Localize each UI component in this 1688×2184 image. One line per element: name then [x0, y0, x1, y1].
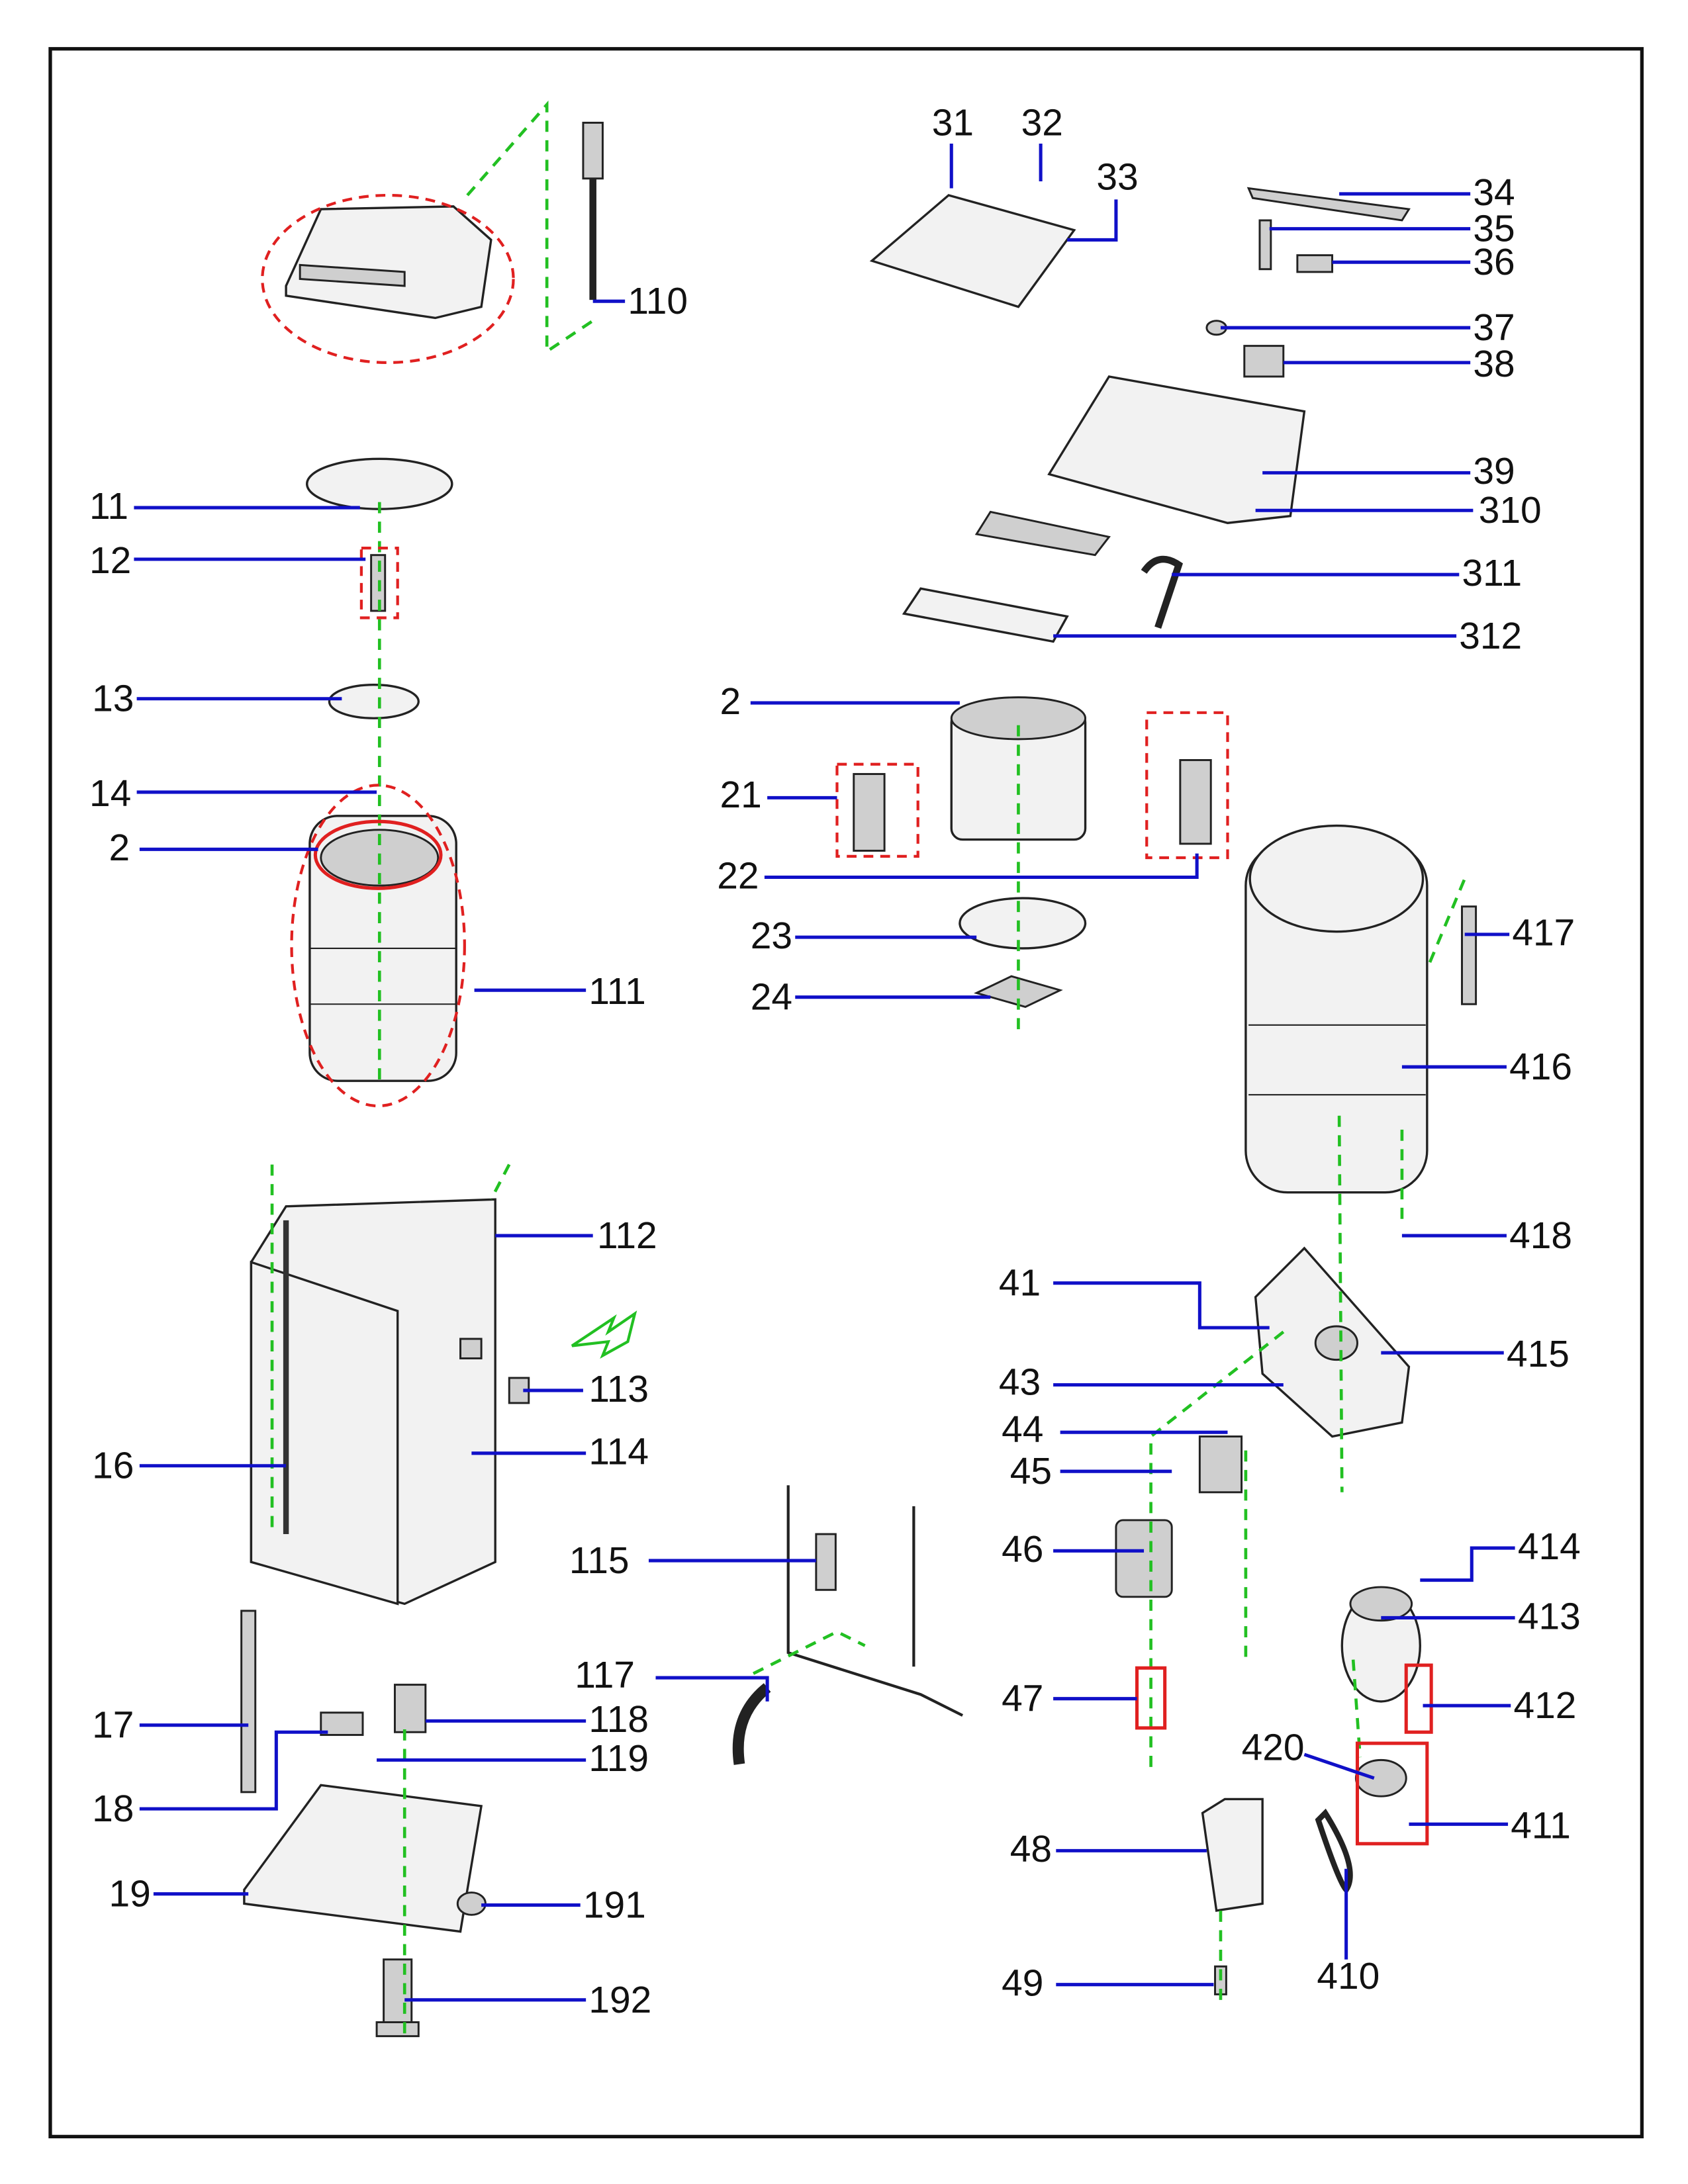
part-number-label: 49: [1002, 1962, 1043, 2005]
part-number-label: 117: [575, 1654, 635, 1696]
wire-harness: [1141, 555, 1184, 629]
frame: [48, 47, 1644, 2138]
part-number-label: 47: [1002, 1678, 1043, 1720]
part-number-label: 36: [1473, 241, 1515, 283]
part-number-label: 45: [1010, 1450, 1052, 1492]
part-number-label: 14: [89, 772, 131, 815]
spin-tub-assembly: [308, 815, 457, 1082]
part-number-label: 23: [751, 915, 792, 957]
part-number-label: 24: [751, 976, 792, 1019]
part-number-label: 416: [1509, 1046, 1572, 1088]
part-number-label: 191: [583, 1884, 646, 1927]
part-number-label: 31: [932, 101, 974, 144]
switch: [1243, 345, 1285, 378]
part-number-label: 17: [92, 1704, 134, 1747]
drain-rod: [582, 121, 604, 300]
part-number-label: 12: [89, 539, 131, 582]
assembly-axes: [270, 100, 1466, 2036]
part-number-label: 115: [569, 1539, 630, 1582]
part-number-label: 310: [1479, 489, 1542, 531]
callouts: 1101112131421111121131141611511711811917…: [89, 101, 1581, 2021]
outer-tub: [1244, 824, 1477, 1194]
ring-23: [959, 897, 1087, 950]
part-number-label: 420: [1242, 1726, 1305, 1768]
leader-line: [1053, 1281, 1270, 1330]
part-number-label: 35: [1473, 208, 1515, 250]
inner-tub: [853, 696, 1212, 852]
display-board: [974, 510, 1111, 557]
valve-44: [1198, 1435, 1243, 1494]
part-number-label: 413: [1518, 1595, 1581, 1637]
part-number-label: 311: [1462, 552, 1523, 594]
part-number-label: 19: [109, 1873, 150, 1915]
valve-118: [393, 1684, 427, 1733]
pulley: [1354, 1758, 1407, 1797]
cabinet: [250, 1198, 637, 1606]
part-number-label: 48: [1010, 1828, 1052, 1870]
part-number-label: 119: [588, 1737, 649, 1780]
leader-line: [655, 1676, 769, 1702]
part-number-label: 415: [1507, 1333, 1570, 1375]
part-number-label: 114: [588, 1431, 649, 1473]
part-number-label: 13: [92, 678, 134, 720]
base: [243, 1784, 487, 2038]
part-number-label: 38: [1473, 343, 1515, 385]
part-number-label: 37: [1473, 306, 1515, 349]
part-number-label: 118: [588, 1698, 649, 1741]
part-number-label: 192: [588, 1979, 651, 2021]
part-number-label: 22: [717, 854, 759, 897]
pump-46: [1115, 1519, 1173, 1598]
leader-line: [139, 1730, 328, 1811]
plate-24: [974, 975, 1063, 1009]
part-number-label: 34: [1473, 171, 1515, 214]
lock: [1296, 254, 1334, 273]
part-number-label: 113: [588, 1368, 649, 1410]
part-number-label: 2: [109, 827, 130, 869]
part-number-label: 33: [1096, 156, 1138, 199]
lid-glass: [869, 194, 1076, 308]
part-number-label: 11: [89, 485, 128, 527]
leader-line: [1303, 1752, 1375, 1780]
part-number-label: 39: [1473, 450, 1515, 492]
part-number-label: 16: [92, 1445, 134, 1487]
rear-drain-assembly: [732, 1485, 964, 1765]
balance-ring: [306, 457, 453, 510]
top-strip: [1246, 187, 1411, 222]
part-number-label: 414: [1518, 1525, 1581, 1568]
drain-hose: [240, 1610, 257, 1794]
part-number-label: 2: [720, 680, 741, 723]
part-number-label: 44: [1002, 1408, 1043, 1451]
part-number-label: 418: [1509, 1214, 1572, 1257]
part-number-label: 32: [1021, 101, 1063, 144]
part-number-label: 110: [628, 280, 688, 322]
bracket-48: [1201, 1797, 1264, 1912]
parts: [240, 121, 1477, 2038]
leader-line: [764, 853, 1199, 880]
top-frame: [1047, 375, 1306, 524]
part-number-label: 111: [588, 970, 645, 1013]
part-number-label: 43: [999, 1361, 1041, 1403]
clutch: [1314, 1325, 1358, 1361]
part-number-label: 410: [1317, 1955, 1380, 1997]
part-number-label: 412: [1513, 1684, 1576, 1727]
hose-clip: [320, 1711, 364, 1736]
panel-312: [902, 587, 1069, 643]
part-number-label: 112: [597, 1214, 657, 1257]
pulsator: [328, 683, 420, 719]
control-cover: [285, 205, 492, 320]
part-number-label: 312: [1459, 615, 1522, 657]
part-number-label: 46: [1002, 1528, 1043, 1570]
part-number-label: 21: [720, 774, 761, 816]
part-number-label: 411: [1511, 1804, 1571, 1846]
part-number-label: 18: [92, 1788, 134, 1830]
lid-hinge: [1258, 219, 1272, 271]
part-number-label: 417: [1512, 912, 1575, 954]
leader-line: [1420, 1546, 1515, 1582]
leader-line: [1067, 199, 1118, 242]
part-number-label: 41: [999, 1262, 1041, 1304]
